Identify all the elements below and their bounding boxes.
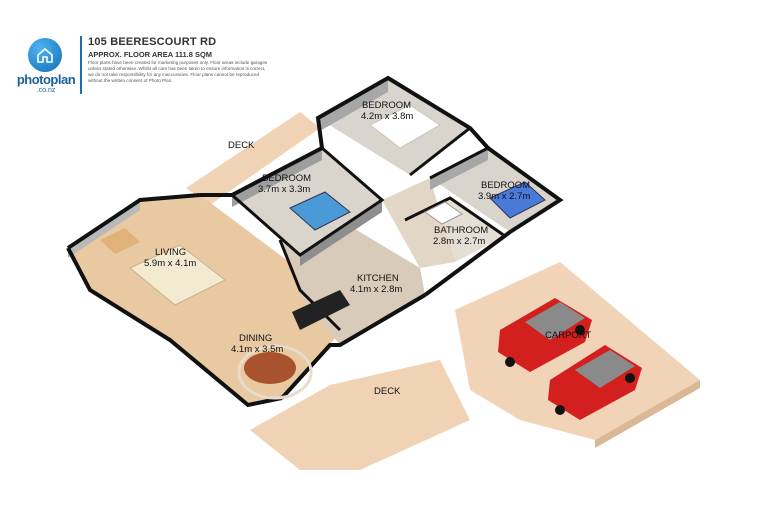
- label-carport: CARPORT: [545, 330, 591, 341]
- floor-area: APPROX. FLOOR AREA 111.8 SQM: [88, 50, 213, 59]
- label-kitchen-dims: 4.1m x 2.8m: [350, 284, 402, 295]
- living-rug: [129, 244, 226, 306]
- label-living-dims: 5.9m x 4.1m: [144, 258, 196, 269]
- wall-face-bed2: [232, 148, 322, 207]
- carport-area: [455, 262, 700, 440]
- label-bathroom-dims: 2.8m x 2.7m: [433, 236, 485, 247]
- brand-logo: photoplan .co.nz: [14, 38, 76, 96]
- hallway-floor: [382, 178, 455, 268]
- label-bedroom3-dims: 3.9m x 2.7m: [478, 191, 530, 202]
- house-icon: [37, 47, 53, 63]
- bed-bedroom3: [489, 181, 546, 219]
- header-divider: [80, 36, 82, 94]
- outer-wall-east: [200, 75, 564, 297]
- label-dining-dims: 4.1m x 3.5m: [231, 344, 283, 355]
- property-address: 105 BEERESCOURT RD: [88, 36, 217, 48]
- label-bathroom-name: BATHROOM: [434, 225, 488, 236]
- label-bedroom2-name: BEDROOM: [262, 173, 311, 184]
- dining-table: [244, 352, 296, 384]
- inner-wall-bed2: [231, 146, 385, 257]
- wall-face-bed1: [318, 78, 388, 132]
- kitchen-bench: [292, 290, 350, 330]
- label-bedroom2-dims: 3.7m x 3.3m: [258, 184, 310, 195]
- wall-face-bed3: [430, 148, 488, 190]
- dining-rug: [237, 344, 313, 400]
- carport-side: [595, 380, 700, 448]
- label-bedroom1-dims: 4.2m x 3.8m: [361, 111, 413, 122]
- label-kitchen-name: KITCHEN: [357, 273, 399, 284]
- inner-wall-bed1: [409, 126, 471, 177]
- label-deck-bottom: DECK: [374, 386, 401, 397]
- wall-face-living: [68, 200, 140, 258]
- brand-domain: .co.nz: [36, 87, 56, 94]
- brand-name: photoplan: [16, 72, 76, 87]
- label-dining-name: DINING: [239, 333, 272, 344]
- logo-circle-icon: [28, 38, 62, 72]
- inner-wall-bath: [404, 196, 506, 238]
- label-bedroom1-name: BEDROOM: [362, 100, 411, 111]
- car-2: [548, 345, 642, 420]
- disclaimer-text: Floor plans have been created for market…: [88, 60, 268, 83]
- label-living-name: LIVING: [155, 247, 186, 258]
- outer-wall-left: [66, 247, 283, 408]
- deck-bottom-area: [250, 360, 470, 470]
- header: photoplan .co.nz 105 BEERESCOURT RD APPR…: [0, 0, 768, 94]
- inner-wall-bed3: [429, 146, 489, 180]
- label-bedroom3-name: BEDROOM: [481, 180, 530, 191]
- car-1: [498, 298, 592, 372]
- wall-face-bed2-right: [300, 200, 382, 266]
- outer-wall-dining: [280, 293, 427, 400]
- label-deck-top: DECK: [228, 140, 255, 151]
- deck-top-area: [186, 112, 320, 205]
- sofa: [100, 228, 140, 254]
- bath-tub: [424, 201, 463, 225]
- outer-wall-living: [66, 193, 201, 250]
- bed-bedroom2: [289, 191, 351, 231]
- bed-bedroom1: [369, 104, 441, 149]
